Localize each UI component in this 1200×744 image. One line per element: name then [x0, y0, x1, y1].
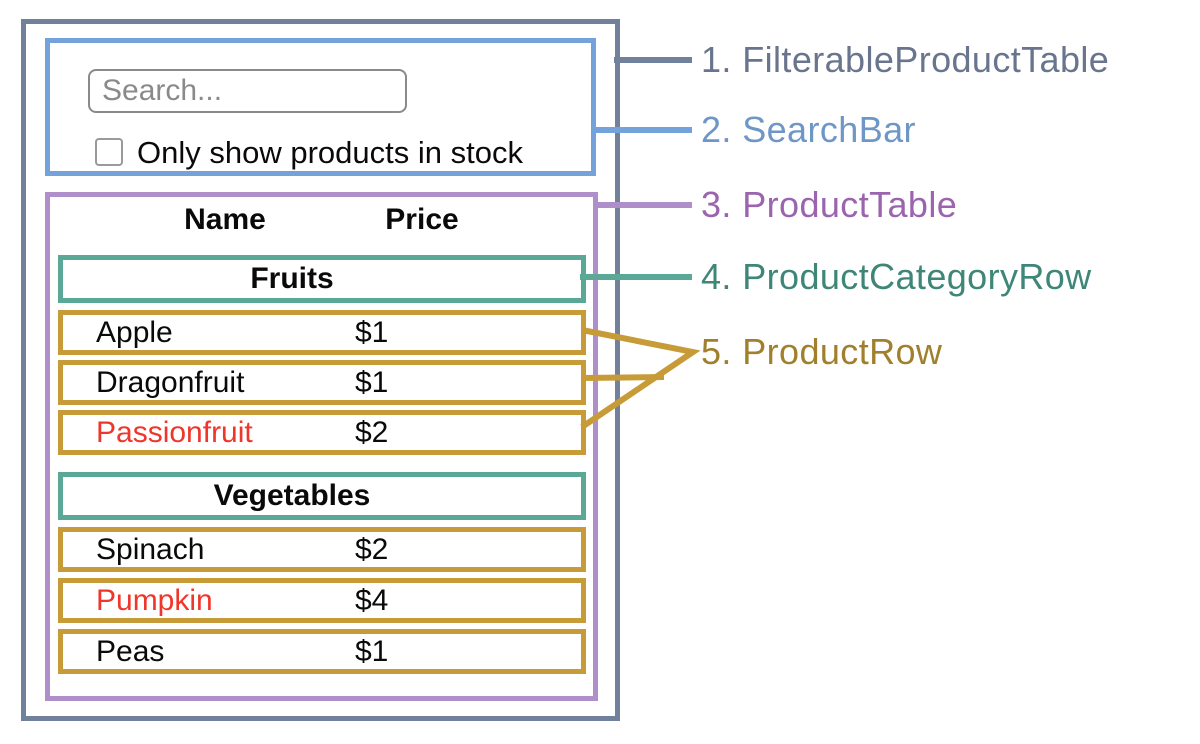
product-price: $1 — [355, 316, 389, 349]
product-name: Apple — [96, 316, 173, 349]
column-header-name: Name — [184, 203, 266, 236]
legend-filterable-product-table: 1. FilterableProductTable — [701, 39, 1110, 80]
legend-search-bar: 2. SearchBar — [701, 109, 916, 150]
product-name: Spinach — [96, 533, 205, 566]
legend-product-row: 5. ProductRow — [701, 331, 943, 372]
product-row-dragonfruit: Dragonfruit $1 — [58, 360, 586, 405]
product-name: Peas — [96, 635, 165, 668]
column-header-price: Price — [385, 203, 459, 236]
product-row-spinach: Spinach $2 — [58, 527, 586, 572]
category-label: Fruits — [250, 262, 334, 295]
product-name: Dragonfruit — [96, 366, 245, 399]
category-row-vegetables: Vegetables — [58, 472, 586, 520]
product-row-apple: Apple $1 — [58, 310, 586, 355]
legend-product-category-row: 4. ProductCategoryRow — [701, 256, 1092, 297]
legend-product-table: 3. ProductTable — [701, 184, 958, 225]
product-name: Passionfruit — [96, 416, 253, 449]
product-name: Pumpkin — [96, 584, 213, 617]
product-row-peas: Peas $1 — [58, 629, 586, 674]
product-price: $1 — [355, 635, 389, 668]
product-row-pumpkin: Pumpkin $4 — [58, 578, 586, 623]
search-input[interactable] — [88, 69, 407, 113]
in-stock-checkbox[interactable] — [95, 138, 123, 166]
category-row-fruits: Fruits — [58, 255, 586, 303]
product-price: $1 — [355, 366, 389, 399]
product-price: $2 — [355, 533, 389, 566]
product-price: $4 — [355, 584, 389, 617]
in-stock-checkbox-label: Only show products in stock — [137, 135, 523, 170]
product-price: $2 — [355, 416, 389, 449]
product-row-passionfruit: Passionfruit $2 — [58, 410, 586, 455]
category-label: Vegetables — [213, 479, 371, 512]
